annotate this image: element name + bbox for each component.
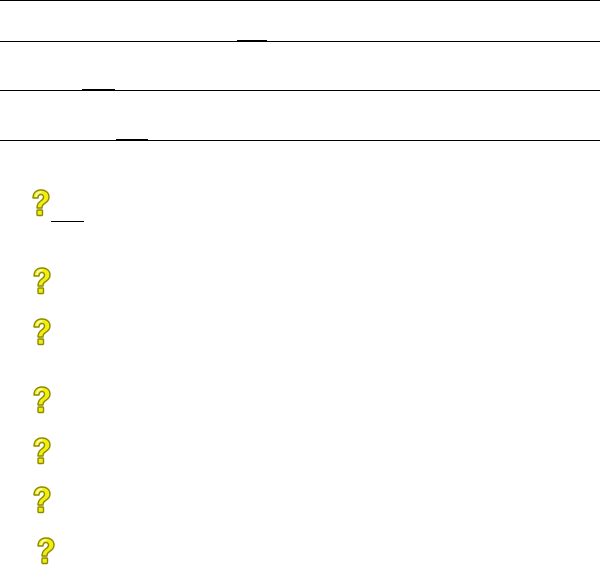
- rule-row-2: [0, 90, 600, 91]
- question-mark-icon[interactable]: [29, 267, 59, 295]
- help-item-1[interactable]: [28, 189, 58, 219]
- help-item-7[interactable]: [33, 537, 63, 567]
- help-item-4[interactable]: [29, 386, 59, 416]
- question-mark-icon[interactable]: [29, 386, 59, 414]
- blank-field-1[interactable]: [237, 40, 267, 42]
- help-item-6[interactable]: [29, 486, 59, 516]
- help-item-3[interactable]: [29, 318, 59, 348]
- question-mark-icon[interactable]: [33, 537, 63, 565]
- help-item-2[interactable]: [29, 267, 59, 297]
- rule-row-1: [0, 41, 600, 42]
- question-mark-icon[interactable]: [29, 318, 59, 346]
- rule-top: [0, 0, 600, 1]
- question-mark-icon[interactable]: [28, 189, 58, 217]
- help-item-5[interactable]: [29, 437, 59, 467]
- help-link-underline: [51, 221, 84, 222]
- question-mark-icon[interactable]: [29, 437, 59, 465]
- blank-field-3[interactable]: [116, 139, 148, 141]
- blank-field-2[interactable]: [82, 89, 115, 91]
- question-mark-icon[interactable]: [29, 486, 59, 514]
- rule-row-3: [0, 140, 600, 141]
